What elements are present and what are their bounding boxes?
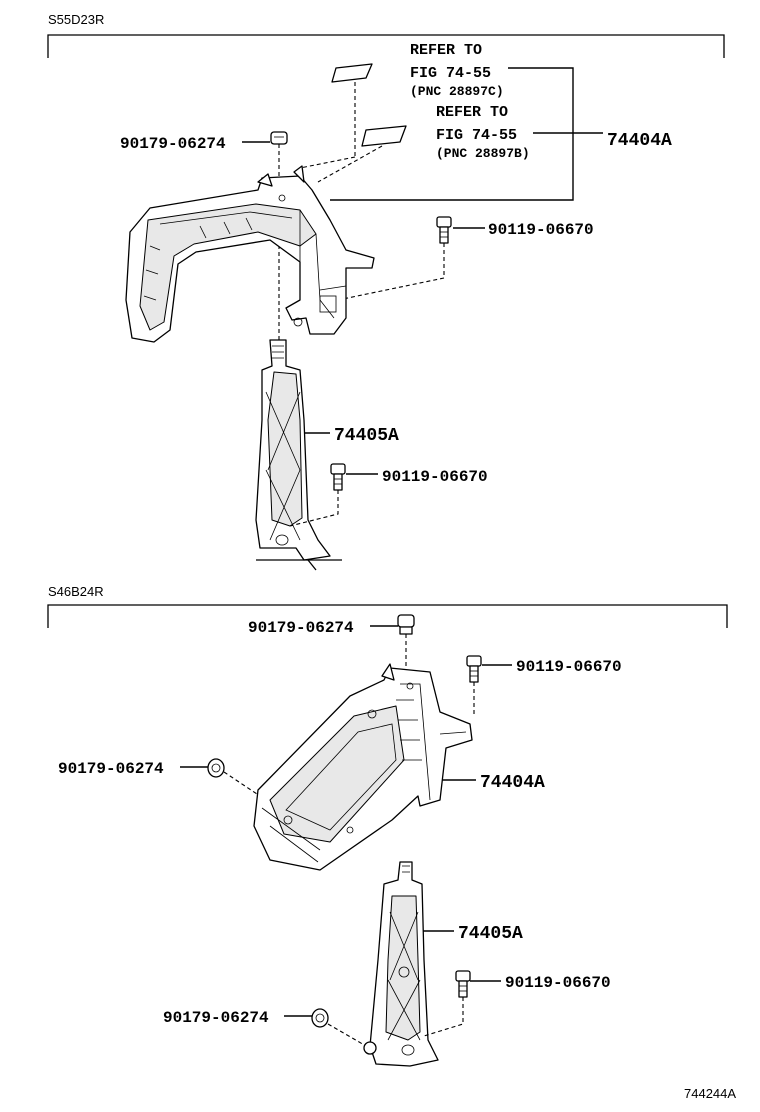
label-s1-bracket: 74404A: [607, 131, 672, 151]
pad1-dash-b: [299, 156, 356, 169]
bolt-icon: [466, 655, 482, 683]
label-s2-nut-bottom: 90179-06274: [163, 1009, 269, 1027]
pad2-dash: [317, 145, 383, 183]
stay-hook-s2: [363, 1041, 377, 1055]
label-s2-stay: 74405A: [458, 924, 523, 944]
section-2-label: S46B24R: [48, 584, 104, 599]
bolt-right-dash: [337, 243, 445, 301]
nut-left-s2-dash: [223, 771, 261, 797]
pad-28897b: [361, 125, 407, 147]
section-1-bracket-frame: [47, 34, 725, 58]
label-s2-bolt-top: 90119-06670: [516, 658, 622, 676]
section-1-label: S55D23R: [48, 12, 104, 27]
bolt-stay-s2-dash: [423, 997, 464, 1037]
nut-icon: [270, 131, 288, 145]
label-s1-nut-top: 90179-06274: [120, 135, 226, 153]
battery-stay-74405a: [255, 339, 342, 571]
refer-2-line2: FIG 74-55: [436, 127, 517, 144]
refer-1-line3: (PNC 28897C): [410, 84, 504, 99]
bolt-icon: [330, 463, 346, 491]
pad-28897c: [331, 63, 373, 83]
nut-icon: [207, 758, 225, 778]
label-s1-bolt-stay: 90119-06670: [382, 468, 488, 486]
battery-stay-74405a-s2: [369, 861, 439, 1067]
battery-bracket-74404a-s2: [253, 663, 473, 871]
bolt-icon: [436, 216, 452, 244]
refer-2-line1: REFER TO: [436, 104, 508, 121]
refer-1-line1: REFER TO: [410, 42, 482, 59]
nut-icon: [397, 614, 415, 635]
label-s1-stay: 74405A: [334, 426, 399, 446]
refer-1-line2: FIG 74-55: [410, 65, 491, 82]
bolt-stay-dash: [289, 490, 339, 527]
bolt-icon: [455, 970, 471, 998]
figure-id: 744244A: [684, 1086, 736, 1101]
refer-2-line3: (PNC 28897B): [436, 146, 530, 161]
nut-icon: [311, 1008, 329, 1028]
battery-bracket-74404a: [125, 165, 375, 343]
nut-bottom-s2-dash: [327, 1023, 367, 1047]
label-s1-bolt-right: 90119-06670: [488, 221, 594, 239]
label-s2-bracket: 74404A: [480, 773, 545, 793]
label-s2-nut-left: 90179-06274: [58, 760, 164, 778]
section-2-bracket-frame: [47, 604, 728, 628]
refer-bracket-leader: [330, 67, 574, 201]
label-s2-nut-top: 90179-06274: [248, 619, 354, 637]
label-s2-bolt-stay: 90119-06670: [505, 974, 611, 992]
